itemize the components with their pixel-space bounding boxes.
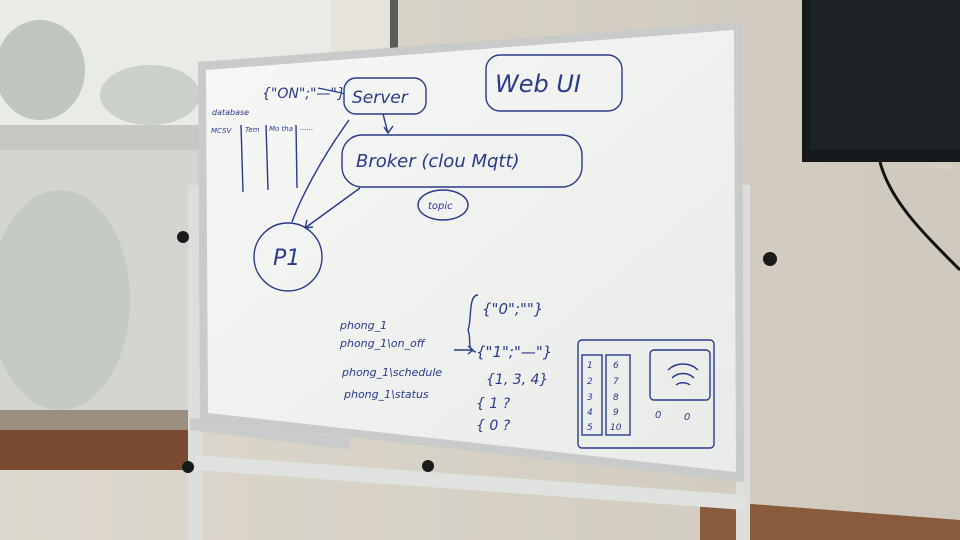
db-column-1: MCSV: [211, 127, 233, 135]
server-label: Server: [352, 88, 409, 108]
whiteboard-surface: [206, 30, 736, 472]
device-right-3: 8: [613, 393, 619, 403]
database-label: database: [212, 108, 249, 117]
topic-line-1: phong_1: [339, 319, 387, 332]
db-column-3: Mo tha: [269, 125, 293, 133]
db-column-2: Tem: [245, 126, 260, 134]
device-left-2: 2: [587, 377, 593, 387]
payload-5: { 0 ?: [476, 418, 511, 434]
payload-1: {"0";""}: [482, 300, 543, 318]
whiteboard-text: {"ON";"—"} Server Web UI database MCSV T…: [211, 70, 690, 434]
device-right-1: 6: [613, 361, 619, 371]
payload-3: {1, 3, 4}: [486, 372, 548, 388]
topic-line-4: phong_1\status: [343, 388, 429, 401]
on-payload-label: {"ON";"—"}: [262, 86, 346, 102]
web-ui-label: Web UI: [495, 70, 581, 98]
device-right-4: 9: [613, 408, 619, 418]
device-left-5: 5: [587, 423, 593, 433]
whiteboard-drawing: [240, 54, 715, 449]
device-left-4: 4: [587, 408, 593, 418]
topic-line-2: phong_1\on_off: [339, 337, 426, 350]
topic-line-3: phong_1\schedule: [341, 366, 442, 379]
device-left-1: 1: [587, 361, 593, 371]
tv-brand: TOSHIBA: [929, 165, 953, 171]
baseboard: [700, 500, 960, 540]
broker-label: Broker (clou Mqtt): [356, 151, 520, 172]
p1-label: P1: [273, 246, 300, 271]
topic-label: topic: [428, 201, 453, 212]
device-button-1: 0: [655, 410, 661, 421]
payload-2: {"1";"—"}: [476, 343, 552, 361]
device-left-3: 3: [587, 393, 593, 403]
device-right-2: 7: [613, 377, 619, 387]
television: TOSHIBA: [802, 0, 960, 272]
device-right-5: 10: [610, 423, 622, 433]
payload-4: { 1 ?: [476, 396, 511, 412]
db-column-4: ......: [300, 124, 313, 132]
device-button-2: 0: [684, 412, 690, 423]
